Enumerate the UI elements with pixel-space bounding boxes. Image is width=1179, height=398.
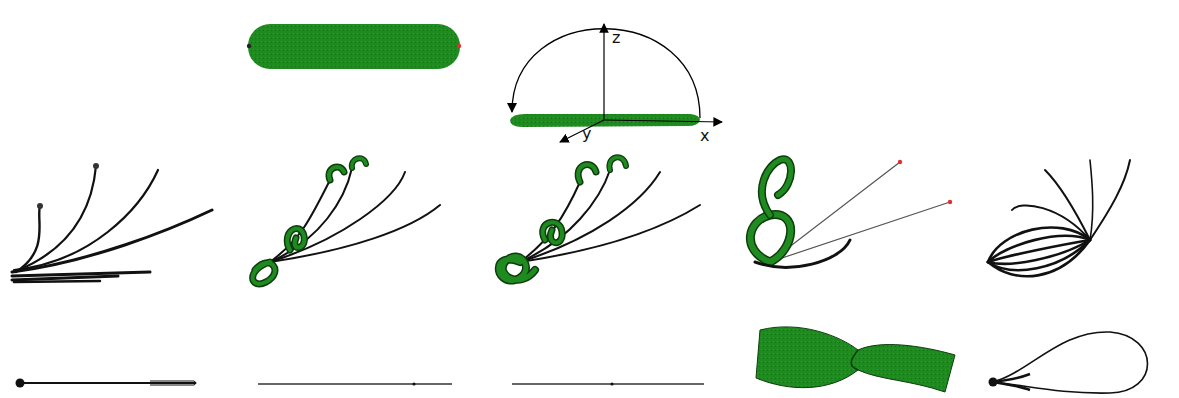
axis-label: y xyxy=(582,126,591,142)
axis-label: x xyxy=(700,128,709,144)
axis-label: z xyxy=(612,30,620,46)
